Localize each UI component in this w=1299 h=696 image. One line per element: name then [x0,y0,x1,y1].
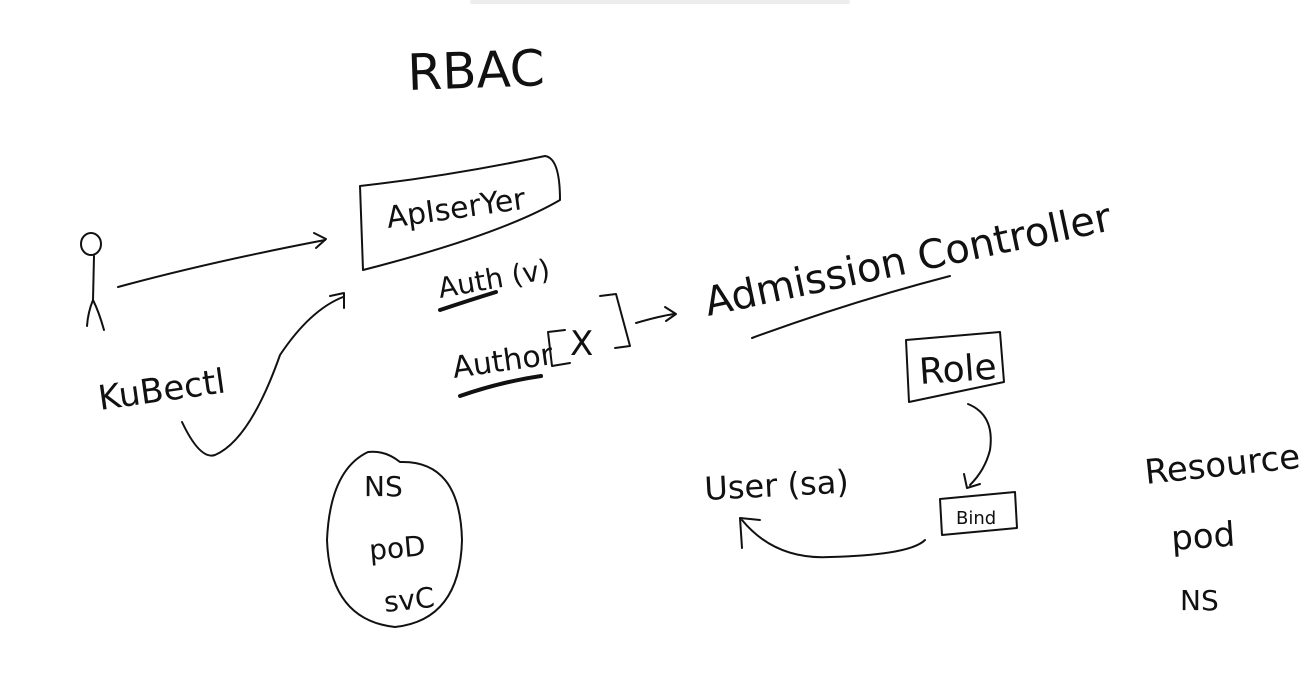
user-label: User (sa) [703,462,849,508]
bind-to-user-arrow [739,517,926,559]
resource-list-item: Resource [1143,437,1299,493]
person-icon [80,232,105,331]
top-edge [470,0,850,4]
person-to-apiserver-arrow [117,232,327,288]
kubectl-label: KuBectl [96,362,228,419]
author-underline [458,374,543,398]
admission-controller-label: Admission Controller [701,195,1116,326]
namespace-circle-item: NS [364,470,403,503]
author-label: Author [450,337,556,386]
namespace-circle-item: poD [368,529,427,567]
author-to-admission-arrow [635,306,677,324]
namespace-circle-item: svC [382,581,436,619]
role-box: Role [905,331,1005,403]
kubectl-to-apiserver-arrow [181,292,345,457]
bind-label: Bind [956,508,996,529]
resource-list: Resource pod NS [1143,437,1299,617]
diagram-title: RBAC [406,39,545,102]
role-label: Role [918,347,998,393]
role-to-bind-arrow [963,403,992,489]
admission-underline [751,275,951,339]
resource-list-item: pod [1170,515,1237,559]
auth-label: Auth (v) [435,253,552,305]
apiserver-box: ApIserYer [359,155,561,271]
auth-underline [438,290,498,312]
bind-box: Bind [939,491,1018,536]
apiserver-label: ApIserYer [384,182,528,236]
namespace-circle: NS poD svC [326,450,463,628]
resource-list-item: NS [1180,584,1219,617]
author-box-value: X [570,324,593,364]
author-bracket-box: X [547,293,631,367]
